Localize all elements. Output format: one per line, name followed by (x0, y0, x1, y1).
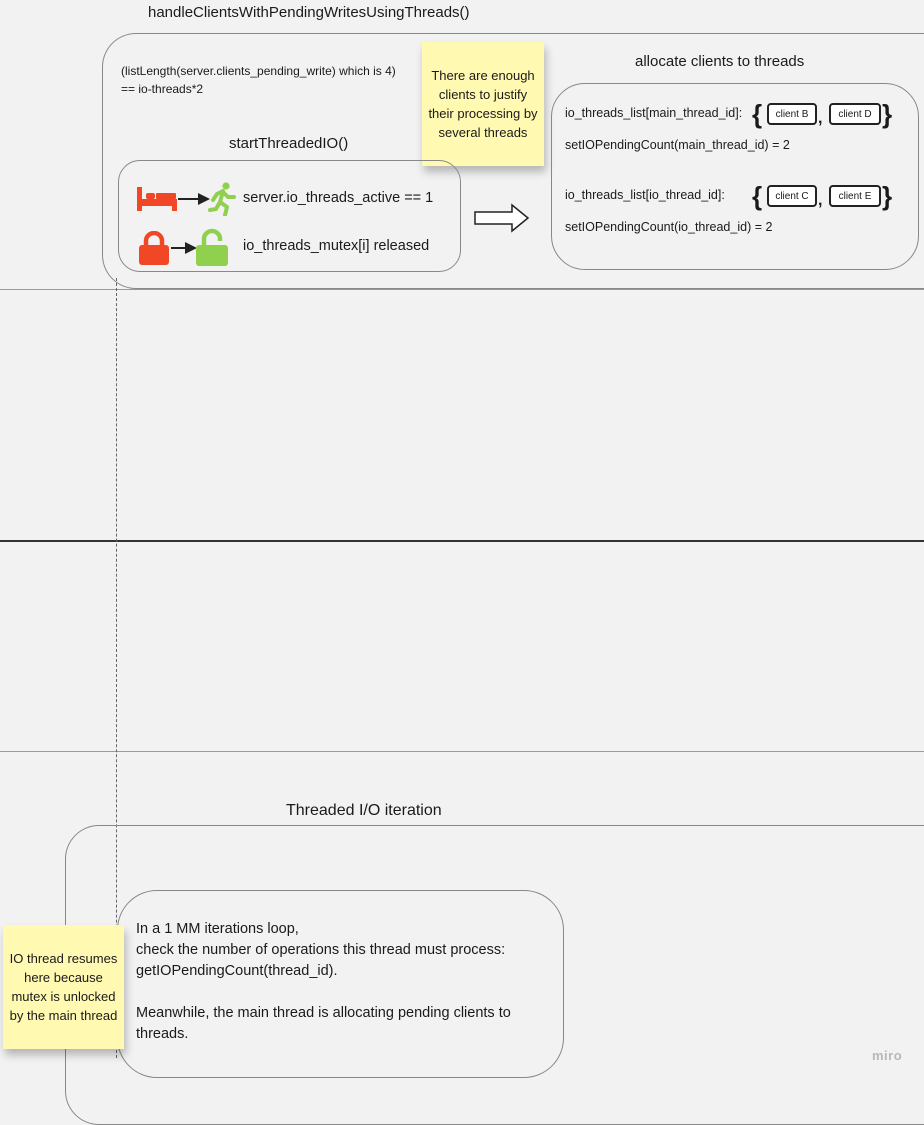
mutex-released-text: io_threads_mutex[i] released (243, 238, 430, 254)
arrow-right-icon (171, 242, 197, 254)
unlocked-padlock-icon (196, 228, 228, 266)
iteration-line-2: check the number of operations this thre… (136, 942, 506, 958)
iteration-line-1: In a 1 MM iterations loop, (136, 921, 299, 937)
thread-timeline (116, 278, 117, 1058)
main-thread-count: setIOPendingCount(main_thread_id) = 2 (565, 138, 790, 152)
iteration-line-4: Meanwhile, the main thread is allocating… (136, 1005, 511, 1042)
separator-1 (0, 289, 924, 290)
start-io-frame (118, 160, 461, 272)
io-thread-list-label: io_threads_list[io_thread_id]: (565, 188, 725, 202)
miro-watermark: miro (872, 1048, 903, 1063)
client-chip[interactable]: client D (829, 103, 881, 125)
sticky-note-resume-text: IO thread resumes here because mutex is … (9, 951, 118, 1023)
handle-writes-frame (102, 33, 924, 289)
main-title: handleClientsWithPendingWritesUsingThrea… (148, 4, 470, 21)
client-chip[interactable]: client B (767, 103, 817, 125)
arrow-right-icon (178, 193, 210, 205)
comma: , (818, 110, 823, 127)
condition-text: (listLength(server.clients_pending_write… (121, 62, 396, 98)
sticky-note-justify-text: There are enough clients to justify thei… (428, 68, 538, 140)
allocate-title: allocate clients to threads (635, 53, 805, 70)
locked-padlock-icon (139, 231, 169, 265)
client-chip[interactable]: client C (767, 185, 817, 207)
open-brace: { (752, 181, 763, 211)
open-brace: { (752, 99, 763, 129)
running-person-icon (208, 182, 236, 216)
iteration-line-3: getIOPendingCount(thread_id). (136, 963, 338, 979)
sticky-note-justify[interactable]: There are enough clients to justify thei… (422, 42, 544, 166)
start-io-title: startThreadedIO() (229, 135, 349, 152)
allocate-frame (551, 83, 919, 270)
sticky-note-resume[interactable]: IO thread resumes here because mutex is … (3, 925, 124, 1049)
close-brace: } (882, 99, 893, 129)
separator-3 (0, 751, 924, 752)
close-brace: } (882, 181, 893, 211)
io-thread-count: setIOPendingCount(io_thread_id) = 2 (565, 220, 773, 234)
threaded-io-title: Threaded I/O iteration (286, 802, 442, 819)
comma: , (818, 192, 823, 209)
iteration-text: In a 1 MM iterations loop, check the num… (136, 919, 554, 1045)
main-thread-list-label: io_threads_list[main_thread_id]: (565, 106, 743, 120)
client-chip[interactable]: client E (829, 185, 881, 207)
separator-2 (0, 540, 924, 542)
condition-line-1: (listLength(server.clients_pending_write… (121, 64, 396, 78)
arrow-right-icon (474, 203, 530, 233)
condition-line-2: == io-threads*2 (121, 82, 204, 96)
bed-icon (137, 187, 177, 211)
io-threads-active-text: server.io_threads_active == 1 (243, 190, 434, 206)
